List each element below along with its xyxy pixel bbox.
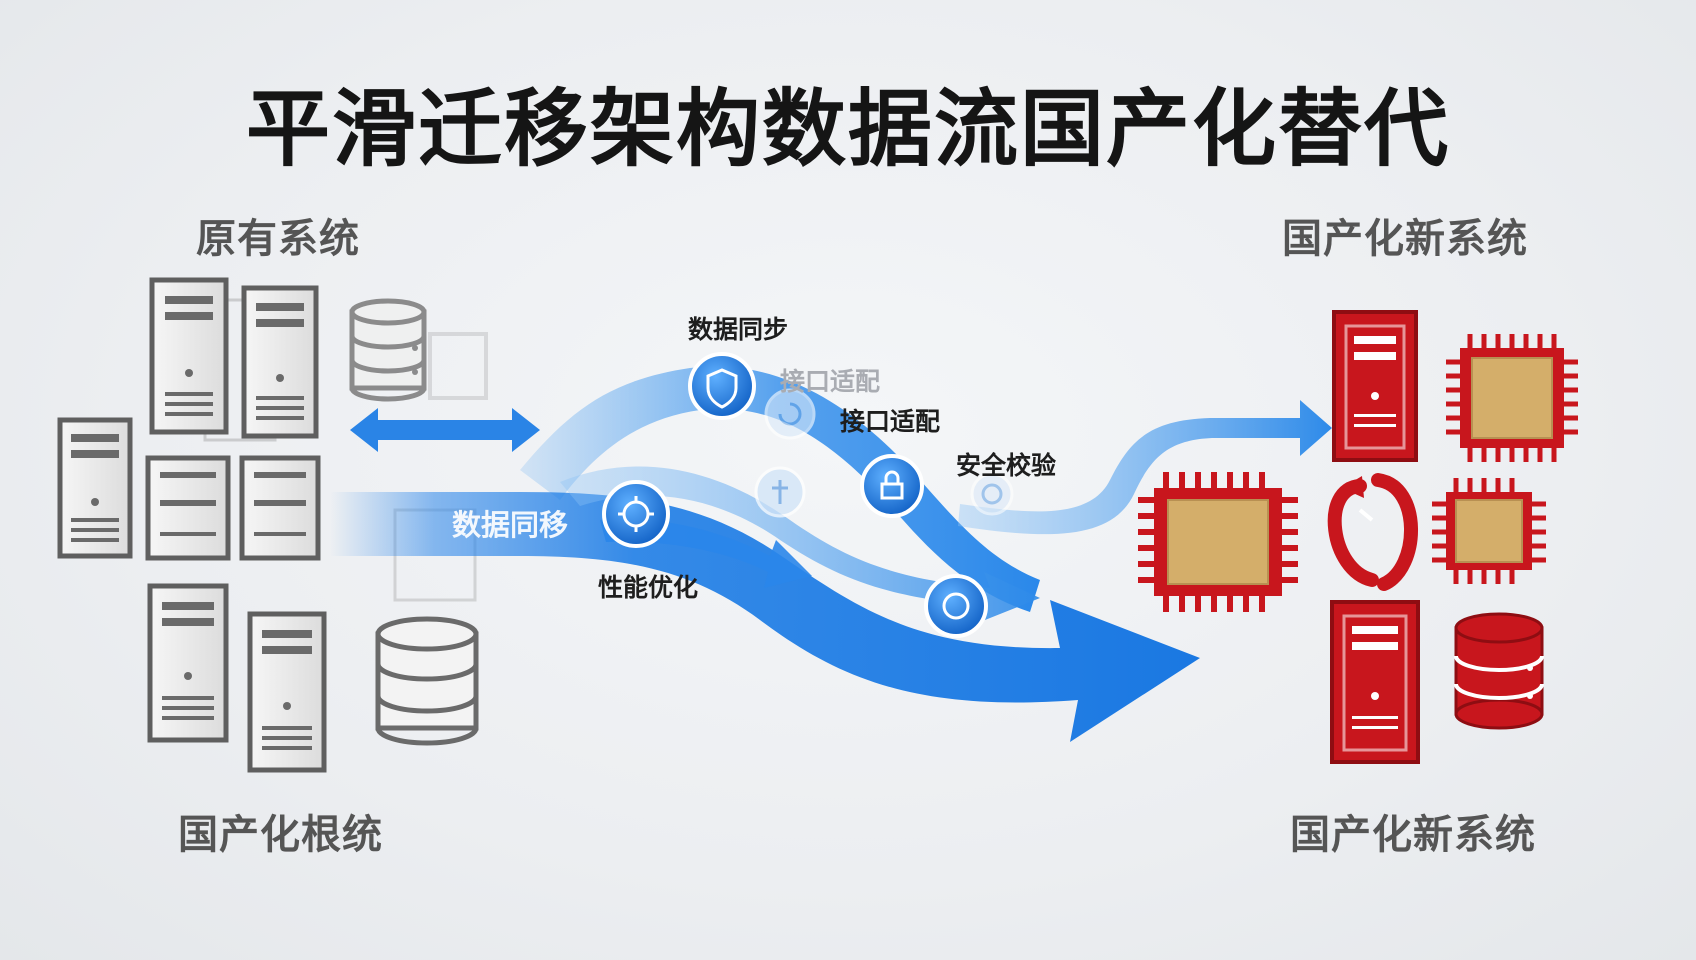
sync-icon: [764, 388, 816, 440]
database-icon: [1454, 612, 1544, 730]
chip-icon: [1138, 472, 1298, 612]
step-interface-adapt-faded: 接口适配: [780, 367, 881, 396]
step-data-sync: 数据同步: [688, 315, 789, 344]
server-icon: [1330, 600, 1420, 764]
database-icon: [375, 616, 479, 746]
chip-icon: [1432, 478, 1546, 584]
flow-nodes: [602, 352, 1014, 638]
database-icon: [428, 332, 488, 400]
step-security-check: 安全校验: [956, 451, 1057, 480]
label-domestic-system-top: 国产化新系统: [1282, 216, 1528, 262]
label-domestic-system-bottom: 国产化新系统: [1290, 812, 1536, 858]
domestic-equipment: [1138, 310, 1578, 764]
plug-icon: [754, 466, 806, 518]
server-icon: [241, 285, 319, 439]
server-icon: [149, 277, 229, 435]
page-title: 平滑迁移架构数据流国产化替代: [245, 80, 1450, 178]
server-icon: [1332, 310, 1418, 462]
check-icon: [924, 574, 988, 638]
shield-icon: [688, 352, 756, 420]
server-icon: [57, 417, 133, 559]
check-icon: [970, 472, 1014, 516]
data-flow-bands: [330, 366, 1332, 742]
flow-band-right: [958, 400, 1332, 535]
legacy-equipment: [57, 277, 488, 773]
gear-icon: [602, 480, 670, 548]
step-interface-adapt: 接口适配: [840, 407, 941, 436]
flow-band-middle: [560, 466, 1040, 622]
server-icon: [239, 455, 321, 561]
lock-icon: [860, 454, 924, 518]
server-icon: [147, 583, 229, 743]
step-data-migration: 数据同移: [452, 508, 569, 542]
server-icon: [247, 611, 327, 773]
database-icon: [349, 298, 427, 402]
flow-band-main: [330, 492, 1200, 742]
server-icon: [145, 455, 231, 561]
bidirectional-arrow: [350, 408, 540, 452]
label-bottom-left-system: 国产化根统: [178, 812, 383, 858]
chip-icon: [1446, 334, 1578, 462]
step-performance-optimization: 性能优化: [598, 573, 699, 602]
label-legacy-system: 原有系统: [196, 216, 360, 262]
sync-logo-icon: [1327, 473, 1418, 591]
